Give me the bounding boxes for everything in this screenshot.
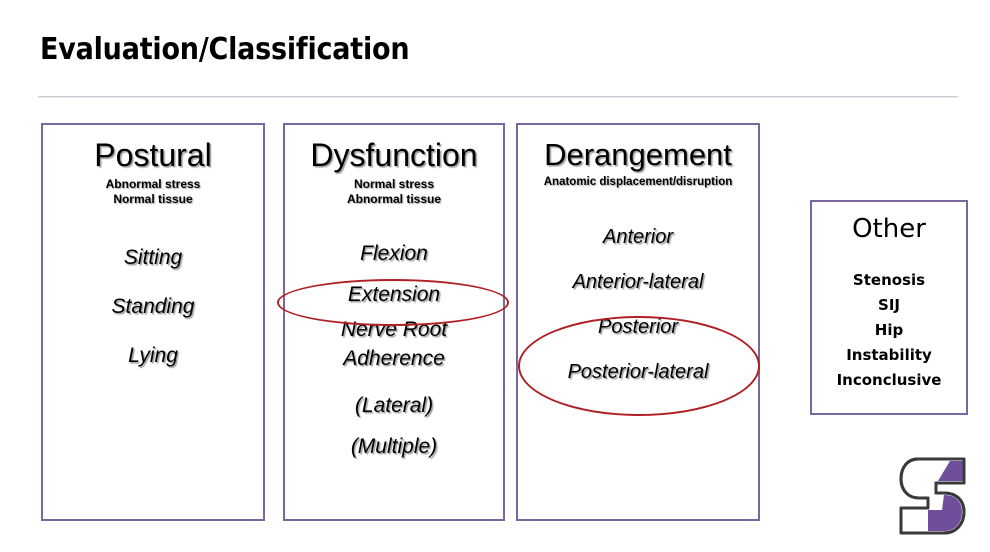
category-subtitle-postural: Abnormal stress Normal tissue [43,177,263,207]
list-item[interactable]: Inconclusive [836,371,942,389]
category-list-other: Stenosis SIJ Hip Instability Inconclusiv… [812,268,966,393]
category-box-derangement[interactable]: Derangement Anatomic displacement/disrup… [516,123,760,521]
subtitle-line: Abnormal stress [105,177,201,191]
list-item[interactable]: (Lateral) [354,394,434,417]
category-list-dysfunction: Flexion Extension Nerve Root Adherence (… [285,233,503,467]
subtitle-line: Abnormal tissue [346,192,442,206]
list-item[interactable]: Lying [128,344,178,367]
subtitle-line: Normal stress [353,177,435,191]
category-list-postural: Sitting Standing Lying [43,233,263,380]
list-item[interactable]: Instability [846,346,932,364]
category-heading-postural: Postural [94,137,212,173]
category-subtitle-dysfunction: Normal stress Abnormal tissue [285,177,503,207]
list-item[interactable]: Stenosis [852,271,926,289]
list-item[interactable]: SIJ [878,296,900,314]
title-divider [38,96,958,98]
category-heading-dysfunction: Dysfunction [310,137,478,173]
school-s-logo [898,455,970,537]
list-item[interactable]: Anterior [602,226,674,248]
list-item[interactable]: Flexion [360,242,428,265]
highlight-ellipse-posterior [518,316,760,416]
list-item[interactable]: Adherence [343,347,445,370]
page-title: Evaluation/Classification [40,32,410,67]
category-heading-derangement: Derangement [544,137,732,172]
category-subtitle-derangement: Anatomic displacement/disruption [518,175,758,190]
category-heading-other: Other [852,214,926,244]
highlight-ellipse-extension [277,279,509,326]
subtitle-line: Anatomic displacement/disruption [543,176,733,188]
list-item[interactable]: Hip [874,321,904,339]
category-box-postural[interactable]: Postural Abnormal stress Normal tissue S… [41,123,265,521]
subtitle-line: Normal tissue [113,192,193,206]
list-item[interactable]: (Multiple) [350,435,438,458]
list-item[interactable]: Standing [111,295,195,318]
spacer [285,373,503,385]
list-item[interactable]: Anterior-lateral [572,271,704,293]
list-item[interactable]: Sitting [123,246,183,269]
category-box-other[interactable]: Other Stenosis SIJ Hip Instability Incon… [810,200,968,415]
